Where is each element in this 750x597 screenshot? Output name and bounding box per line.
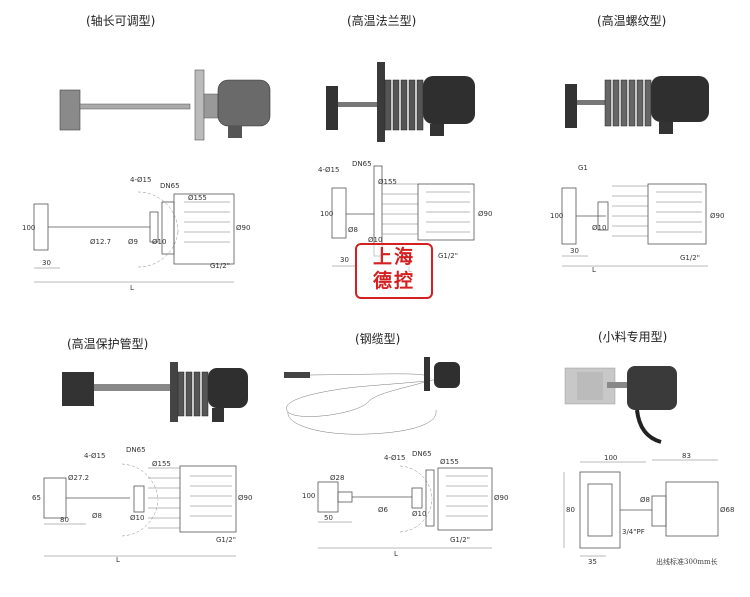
dim-dn: DN65 [412, 450, 432, 458]
dim-dn: DN65 [352, 160, 372, 168]
dim-paddle-height: 100 [550, 212, 563, 220]
dim-stem-diameter: Ø10 [130, 514, 144, 522]
dim-stem-diameter: Ø10 [152, 238, 166, 246]
dim-tube-diameter: Ø27.2 [68, 474, 89, 482]
title-high-temp-thread: (高温螺纹型) [597, 14, 667, 28]
dim-stem-diameter: Ø10 [368, 236, 382, 244]
dim-cap-diameter: Ø68 [720, 506, 734, 514]
dim-cap-diameter: Ø90 [494, 494, 508, 502]
dim-rod-diameter: Ø9 [128, 238, 138, 246]
drawing-adjustable-shaft: 4-Ø15 DN65 Ø155 Ø90 Ø12.7 Ø9 Ø10 100 30 … [22, 176, 250, 292]
dim-body-diameter: Ø155 [440, 458, 459, 466]
dim-body-diameter: Ø155 [188, 194, 207, 202]
dim-cable-thread: G1/2" [210, 262, 230, 270]
photo-protection-tube [62, 362, 248, 422]
dim-shaft-diameter: Ø8 [640, 496, 650, 504]
dim-total-length: L [592, 266, 596, 274]
dim-weight-length: 50 [324, 514, 333, 522]
dim-cap-diameter: Ø90 [236, 224, 250, 232]
dim-paddle-height: 100 [320, 210, 333, 218]
dim-paddle-length: 30 [42, 259, 51, 267]
dim-shaft-diameter: Ø8 [348, 226, 358, 234]
dim-cable-thread: G1/2" [450, 536, 470, 544]
dim-paddle-height: 80 [566, 506, 575, 514]
dim-paddle-height: 65 [32, 494, 41, 502]
dim-flange-holes: 4-Ø15 [130, 176, 151, 184]
dim-housing-length: 83 [682, 452, 691, 460]
dim-stem-diameter: Ø10 [592, 224, 606, 232]
dim-paddle-width: 100 [604, 454, 617, 462]
drawing-protection-tube: 4-Ø15 DN65 Ø27.2 Ø155 Ø90 Ø8 Ø10 65 80 G… [32, 446, 252, 564]
photo-high-temp-thread [565, 76, 709, 134]
title-high-temp-flange: (高温法兰型) [347, 14, 417, 28]
dim-thread-g1: G1 [578, 164, 588, 172]
dim-dn: DN65 [126, 446, 146, 454]
title-adjustable-shaft: (轴长可调型) [86, 14, 156, 28]
seal-line-1: 上海 [372, 246, 415, 268]
photo-steel-cable [284, 357, 460, 435]
dim-flange-holes: 4-Ø15 [84, 452, 105, 460]
dim-cable-thread: G1/2" [680, 254, 700, 262]
dim-cap-diameter: Ø90 [478, 210, 492, 218]
dim-weight-diameter: Ø28 [330, 474, 344, 482]
dim-paddle-length: 35 [588, 558, 597, 566]
dim-paddle-length: 80 [60, 516, 69, 524]
dim-total-length: L [130, 284, 134, 292]
dim-body-diameter: Ø155 [152, 460, 171, 468]
drawing-steel-cable: 4-Ø15 DN65 Ø28 Ø155 Ø90 Ø6 Ø10 100 50 G1… [302, 450, 508, 558]
company-seal: 上海 德控 [355, 243, 433, 299]
drawing-small-material: 100 83 Ø8 Ø68 80 35 3/4"PF 出线标准300mm长 [563, 452, 734, 566]
dim-total-length: L [394, 550, 398, 558]
dim-body-diameter: Ø155 [378, 178, 397, 186]
photo-high-temp-flange [326, 62, 475, 142]
dim-cable-thread: G1/2" [438, 252, 458, 260]
dim-paddle-height: 100 [22, 224, 35, 232]
dim-shaft-diameter: Ø8 [92, 512, 102, 520]
dim-cable-diameter: Ø6 [378, 506, 389, 514]
dim-stem-diameter: Ø10 [412, 510, 426, 518]
title-high-temp-protection-tube: (高温保护管型) [67, 337, 149, 351]
dim-total-length: L [116, 556, 120, 564]
drawing-high-temp-thread: G1 Ø10 Ø90 100 30 G1/2" L [550, 164, 724, 274]
photo-adjustable-shaft [59, 69, 271, 141]
drawing-high-temp-flange: 4-Ø15 DN65 Ø155 Ø90 Ø8 Ø10 100 30 G1/2" … [318, 160, 492, 274]
dim-mount-thread: 3/4"PF [622, 528, 645, 536]
title-small-material: (小料专用型) [598, 330, 668, 344]
dim-flange-holes: 4-Ø15 [318, 166, 339, 174]
dim-paddle-length: 30 [340, 256, 349, 264]
dim-cable-thread: G1/2" [216, 536, 236, 544]
dim-cap-diameter: Ø90 [238, 494, 252, 502]
seal-line-2: 德控 [372, 270, 415, 292]
cable-length-note: 出线标准300mm长 [656, 557, 718, 566]
dim-dn: DN65 [160, 182, 180, 190]
dim-shaft-diameter: Ø12.7 [90, 238, 111, 246]
photo-small-material [564, 366, 677, 444]
dim-paddle-height: 100 [302, 492, 315, 500]
title-steel-cable: (钢缆型) [355, 332, 401, 346]
dim-cap-diameter: Ø90 [710, 212, 724, 220]
dim-flange-holes: 4-Ø15 [384, 454, 405, 462]
dim-paddle-length: 30 [570, 247, 579, 255]
